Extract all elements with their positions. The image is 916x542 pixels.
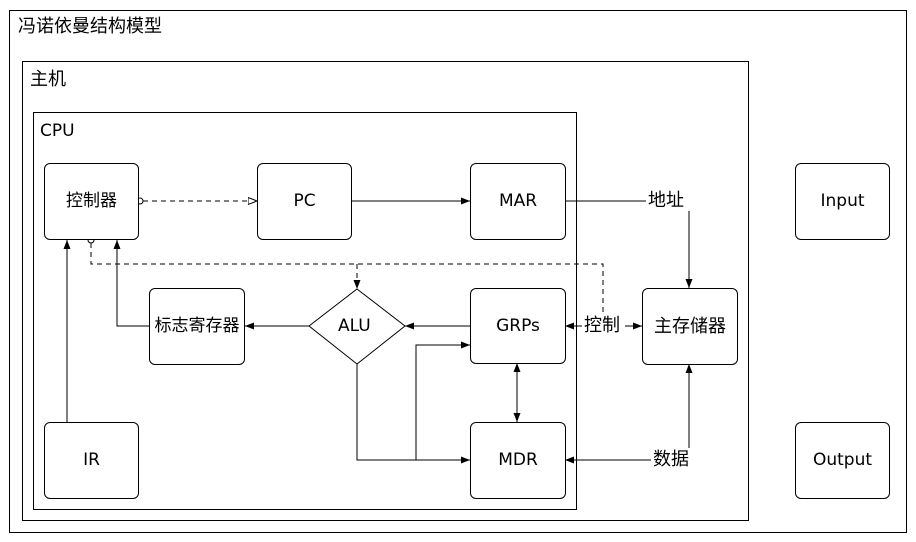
- control-label: 控制: [583, 315, 621, 337]
- edge-mdr-memory-data: [565, 364, 693, 464]
- host-title: 主机: [30, 69, 66, 90]
- input-node: Input: [795, 163, 890, 240]
- grps-node: GRPs: [470, 288, 566, 364]
- diagram-title: 冯诺依曼结构模型: [18, 16, 162, 37]
- address-label: 地址: [647, 190, 685, 212]
- ir-node: IR: [44, 422, 139, 499]
- alu-label: ALU: [338, 316, 371, 336]
- controller-node: 控制器: [44, 163, 139, 240]
- cpu-title: CPU: [40, 121, 75, 141]
- edge-to-grps: [415, 341, 470, 460]
- mar-node: MAR: [470, 163, 566, 240]
- edge-alu-mdr: [356, 364, 470, 464]
- flag-register-node: 标志寄存器: [149, 288, 245, 365]
- data-label: 数据: [652, 449, 690, 471]
- pc-node: PC: [257, 163, 352, 240]
- host-frame: [22, 61, 749, 521]
- cpu-frame: [33, 112, 577, 510]
- alu-diamond: [308, 288, 406, 365]
- von-neumann-frame: [9, 10, 907, 533]
- main-memory-node: 主存储器: [642, 288, 738, 365]
- mdr-node: MDR: [470, 422, 566, 499]
- edge-mar-memory-address: [566, 200, 693, 288]
- output-node: Output: [795, 422, 890, 499]
- edge-flags-controller: [113, 240, 149, 327]
- edge-controller-pc: [136, 198, 257, 204]
